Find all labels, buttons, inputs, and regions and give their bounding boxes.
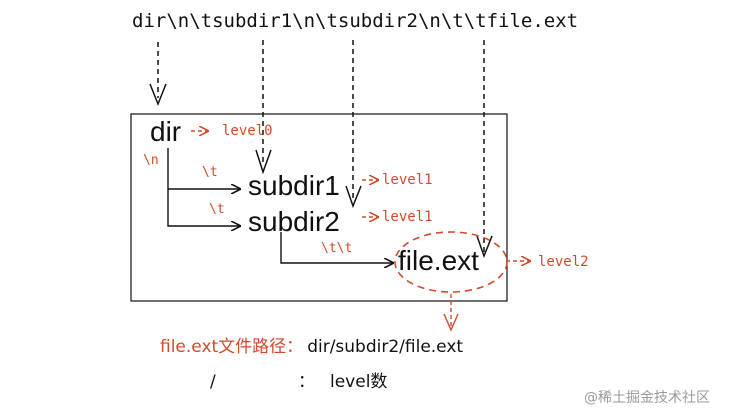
edge-label-tab-tab: \t\t — [321, 241, 353, 256]
tree-box — [130, 113, 508, 302]
caption-prefix: file.ext文件路径： — [160, 337, 304, 357]
caption-slash: / — [210, 372, 216, 392]
caption-level-count: level数 — [330, 372, 388, 392]
edge-label-tab-1: \t — [202, 165, 218, 180]
node-file: file.ext — [398, 245, 479, 276]
watermark: @稀土掘金技术社区 — [584, 390, 710, 406]
edge-label-tab-2: \t — [209, 202, 225, 217]
caption-line-1: file.ext文件路径：dir/subdir2/file.ext — [160, 339, 463, 356]
edge-dir-subdir2 — [167, 148, 240, 226]
dashed-pointers — [149, 40, 493, 259]
caption-colon: ： — [298, 372, 315, 392]
caption-path: dir/subdir2/file.ext — [307, 337, 464, 357]
node-subdir1: subdir1 — [248, 170, 340, 201]
tree-connectors — [167, 148, 393, 263]
level-label-file: level2 — [538, 254, 589, 270]
node-subdir2: subdir2 — [248, 206, 340, 237]
edge-label-newline: \n — [143, 153, 159, 168]
path-string: dir\n\tsubdir1\n\tsubdir2\n\t\tfile.ext — [132, 10, 579, 32]
edge-subdir2-file — [280, 232, 393, 263]
level-label-subdir2: level1 — [382, 209, 433, 225]
level-arrows — [191, 131, 530, 261]
level-label-dir: level0 — [222, 123, 273, 139]
node-dir: dir — [150, 116, 182, 147]
level-label-subdir1: level1 — [382, 172, 433, 188]
file-highlight-ellipse — [394, 231, 508, 293]
